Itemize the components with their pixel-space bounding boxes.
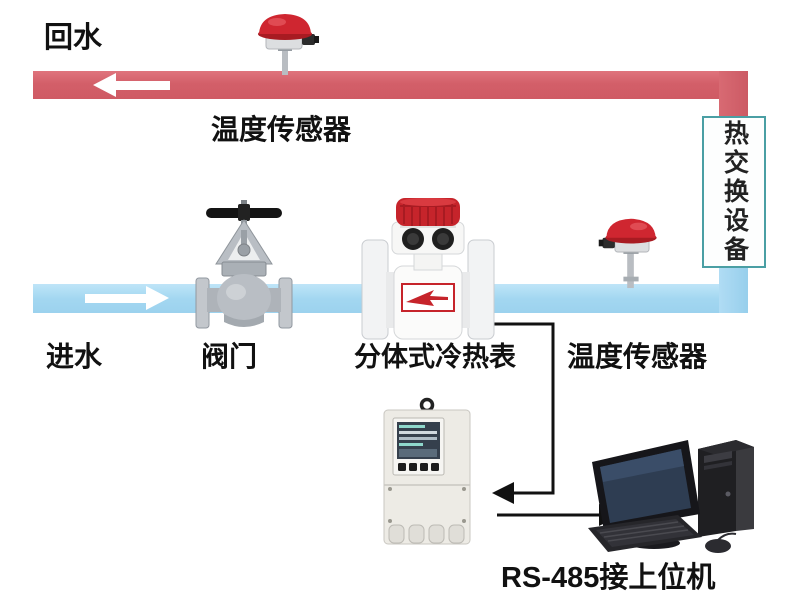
valve-icon bbox=[195, 200, 293, 329]
heat-meter-device bbox=[360, 196, 496, 343]
temperature-sensor-icon bbox=[598, 218, 657, 289]
heat-meter-icon bbox=[361, 198, 495, 340]
inlet-water-label: 进水 bbox=[46, 341, 103, 372]
temp-sensor-top-label: 温度传感器 bbox=[211, 114, 352, 145]
heat-exchanger-box: 热交换设备 bbox=[702, 116, 766, 268]
mouse bbox=[705, 532, 737, 553]
valve-device bbox=[194, 200, 294, 334]
rs485-label: RS-485接上位机 bbox=[501, 562, 716, 594]
valve-label: 阀门 bbox=[201, 341, 258, 372]
controller-icon bbox=[383, 397, 471, 545]
heat-meter-label: 分体式冷热表 bbox=[354, 342, 516, 372]
return-pipe-riser bbox=[719, 71, 748, 123]
signal-arrow-left-icon bbox=[492, 482, 514, 504]
temperature-sensor-top bbox=[246, 11, 324, 75]
temp-sensor-bottom-label: 温度传感器 bbox=[567, 341, 708, 372]
return-water-label: 回水 bbox=[44, 22, 103, 54]
cable-glands bbox=[388, 524, 465, 544]
computer-device bbox=[586, 432, 770, 558]
tower bbox=[698, 440, 754, 537]
flow-direction-arrow-icon bbox=[406, 290, 448, 306]
heat-exchanger-label: 热交换设备 bbox=[720, 119, 749, 265]
temperature-sensor-bottom bbox=[594, 215, 668, 289]
temperature-sensor-icon bbox=[258, 14, 319, 75]
controller-device bbox=[381, 397, 473, 548]
computer-icon bbox=[588, 440, 754, 553]
return-pipe bbox=[33, 71, 748, 99]
